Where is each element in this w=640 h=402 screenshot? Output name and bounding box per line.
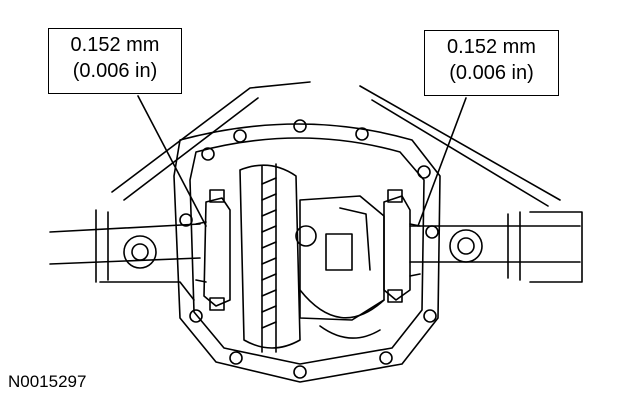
ring-gear [239,163,301,353]
left-axle-tube [49,209,201,301]
right-callout-metric: 0.152 mm [447,36,536,58]
right-leader-line [417,97,467,227]
right-bearing-cap [383,189,421,303]
left-bearing-cap [195,189,231,311]
left-callout-metric: 0.152 mm [70,34,160,56]
right-callout-imperial: (0.006 in) [449,62,534,84]
left-clearance-callout: 0.152 mm (0.006 in) [48,28,182,94]
differential-case [295,195,385,339]
frame-rails [111,81,561,207]
left-leader-line [137,95,207,227]
figure-id: N0015297 [8,372,87,391]
right-axle-tube [409,211,583,283]
left-callout-imperial: (0.006 in) [72,60,158,82]
axle-housing [173,119,441,383]
leader-lines [137,95,467,227]
right-clearance-callout: 0.152 mm (0.006 in) [424,30,559,96]
